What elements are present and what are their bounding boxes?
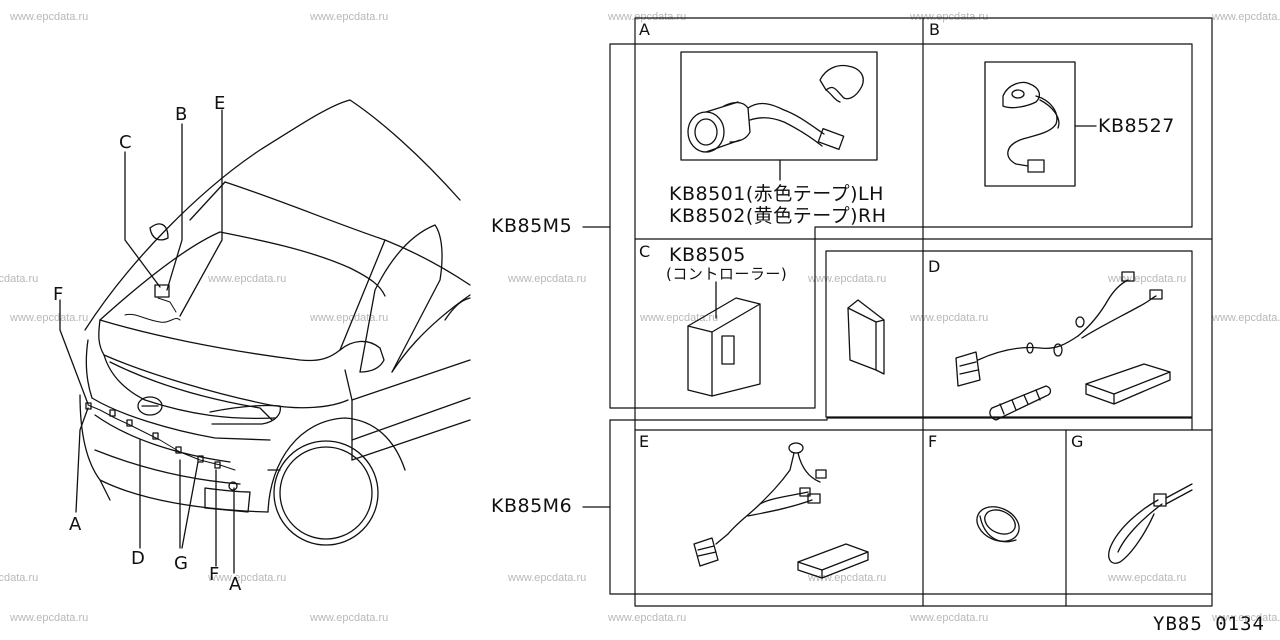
callout-f-left: F xyxy=(53,284,64,305)
watermark: www.epcdata.ru xyxy=(10,612,89,624)
watermark: www.epcdata.ru xyxy=(1212,11,1280,23)
car-illustration xyxy=(59,99,471,574)
cell-letter-b: B xyxy=(929,20,940,39)
cell-letter-a: A xyxy=(639,20,650,39)
watermark: www.epcdata.ru xyxy=(808,572,887,584)
watermark: www.epcdata.ru xyxy=(910,312,989,324)
callout-f-bottom: F xyxy=(209,564,220,585)
callout-c: C xyxy=(119,132,132,153)
foam-pad xyxy=(847,299,885,375)
watermark: www.epcdata.ru xyxy=(310,11,389,23)
watermark: www.epcdata.ru xyxy=(808,273,887,285)
part-code-kb8501: KB8501(赤色テープ)LH xyxy=(669,183,884,205)
watermark: www.epcdata.ru xyxy=(208,273,287,285)
callout-e: E xyxy=(214,93,226,114)
watermark: www.epcdata.ru xyxy=(508,273,587,285)
callout-a-right: A xyxy=(229,574,242,595)
cell-letter-g: G xyxy=(1071,432,1084,451)
figure-number: YB85 0134 xyxy=(1153,613,1265,635)
callout-d: D xyxy=(131,548,145,569)
watermark: www.epcdata.ru xyxy=(1212,312,1280,324)
cell-letter-d: D xyxy=(928,257,941,276)
watermark: www.epcdata.ru xyxy=(1108,273,1187,285)
harness-part-e xyxy=(693,442,869,579)
watermark: www.epcdata.ru xyxy=(0,273,39,285)
callout-b: B xyxy=(175,104,188,125)
cell-letter-e: E xyxy=(639,432,650,451)
watermark: www.epcdata.ru xyxy=(10,11,89,23)
callout-a-left: A xyxy=(69,514,82,535)
watermark: www.epcdata.ru xyxy=(1212,612,1280,624)
sensor-part-a xyxy=(680,51,878,181)
watermark: www.epcdata.ru xyxy=(10,312,89,324)
watermark: www.epcdata.ru xyxy=(208,572,287,584)
sensor-part-b xyxy=(984,61,1097,187)
watermark: www.epcdata.ru xyxy=(608,11,687,23)
watermark: www.epcdata.ru xyxy=(910,612,989,624)
watermark: www.epcdata.ru xyxy=(910,11,989,23)
callout-g: G xyxy=(174,553,188,574)
parts-grid xyxy=(582,17,1213,607)
part-code-kb8502: KB8502(黄色テープ)RH xyxy=(669,205,887,227)
watermark: www.epcdata.ru xyxy=(310,612,389,624)
kit-code-m6: KB85M6 xyxy=(491,495,573,517)
watermark: www.epcdata.ru xyxy=(1108,572,1187,584)
kit-code-m5: KB85M5 xyxy=(491,215,573,237)
part-code-kb8505: KB8505 xyxy=(669,244,746,266)
watermark: www.epcdata.ru xyxy=(508,572,587,584)
watermark: www.epcdata.ru xyxy=(608,612,687,624)
controller-part-c xyxy=(687,281,761,397)
cable-tie-part-g xyxy=(1108,483,1193,564)
harness-part-d xyxy=(955,271,1171,421)
cell-letter-f: F xyxy=(928,432,938,451)
watermark: www.epcdata.ru xyxy=(0,572,39,584)
watermark: www.epcdata.ru xyxy=(640,312,719,324)
part-desc-controller: (コントローラー) xyxy=(666,265,788,283)
part-code-kb8527: KB8527 xyxy=(1098,115,1175,137)
grommet-part-f xyxy=(976,506,1020,543)
cell-letter-c: C xyxy=(639,242,651,261)
